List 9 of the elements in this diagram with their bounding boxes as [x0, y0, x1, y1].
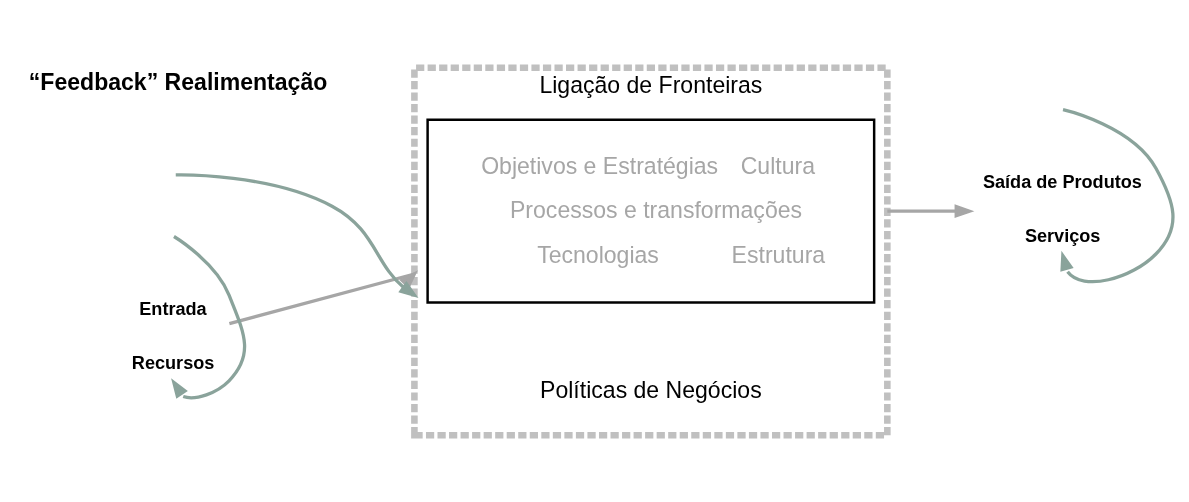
arrow	[175, 172, 419, 298]
node-text: Entrada Recursos	[131, 298, 215, 373]
label: “Feedback” Realimentação	[28, 68, 328, 95]
arrow	[171, 234, 247, 399]
node-box: Objetivos e Estratégias Cultura Processos e transformações Tecnologias Estrutura	[426, 117, 876, 304]
arrow	[228, 269, 418, 325]
arrow	[887, 203, 975, 218]
node-text: Saída de Produtos Serviços	[982, 171, 1142, 246]
arrow	[1060, 107, 1175, 283]
